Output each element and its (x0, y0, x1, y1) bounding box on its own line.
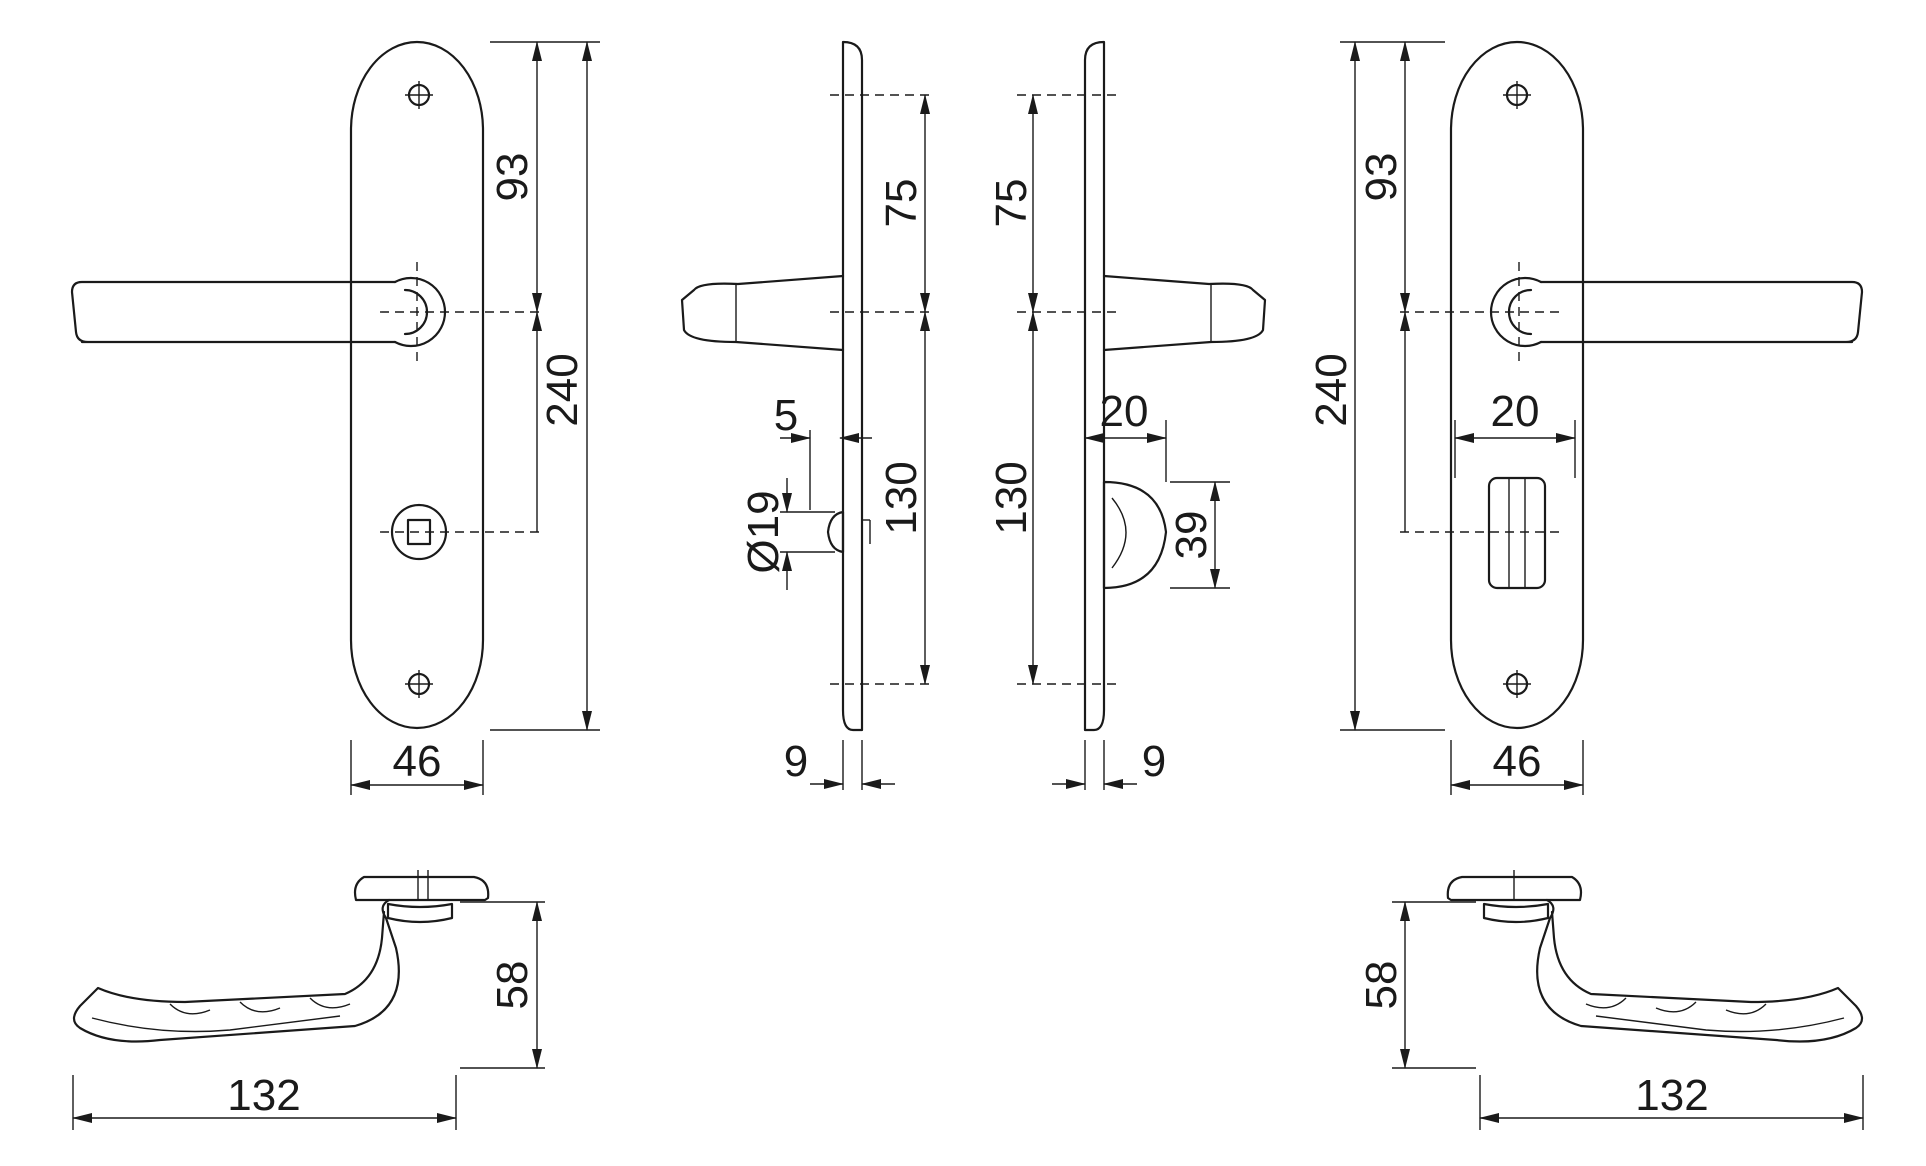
lever-side-right (1102, 274, 1267, 352)
dim-75-left: 75 (877, 179, 926, 228)
lever-body-top-right (1536, 898, 1864, 1043)
dim-9-left: 9 (784, 737, 808, 786)
dim-5: 5 (774, 391, 798, 440)
wc-release-left (380, 503, 540, 561)
dim-75-right: 75 (987, 179, 1036, 228)
side-view-right: 75 130 20 39 9 (987, 40, 1267, 790)
screw-hole-top-left (405, 81, 433, 109)
screw-hole-bottom-left (405, 670, 433, 698)
front-view-right: 93 240 20 46 (1307, 40, 1864, 795)
dim-9-right: 9 (1142, 737, 1166, 786)
dim-130-left: 130 (877, 461, 926, 534)
dim-d19: Ø19 (739, 490, 788, 573)
dim-132-left: 132 (227, 1071, 300, 1120)
front-view-left: 93 240 46 (70, 40, 600, 795)
dim-240-right: 240 (1307, 353, 1356, 426)
rose-top-left (353, 875, 490, 902)
side-view-left: 75 130 5 Ø19 9 (680, 40, 930, 790)
lever-front-left (70, 280, 397, 344)
dim-20-front: 20 (1491, 387, 1540, 436)
backplate-side-left (841, 40, 864, 732)
dim-130-right: 130 (987, 461, 1036, 534)
lever-body-top-left (72, 898, 400, 1043)
backplate-side-right (1083, 40, 1106, 732)
dim-46-right: 46 (1493, 737, 1542, 786)
lever-side-left (680, 274, 845, 352)
dim-93-left: 93 (488, 153, 537, 202)
dim-58-right: 58 (1357, 961, 1406, 1010)
dim-132-right: 132 (1635, 1071, 1708, 1120)
dim-93-right: 93 (1357, 153, 1406, 202)
lever-top-view-right: 58 132 (1357, 870, 1864, 1130)
screw-hole-bottom-right (1503, 670, 1531, 698)
screw-hole-top-right (1503, 81, 1531, 109)
backplate-left (349, 40, 485, 730)
wc-turn-right (1400, 476, 1560, 590)
turn-knob-side-right (1102, 480, 1168, 590)
dim-20-side: 20 (1100, 387, 1149, 436)
lever-top-view-left: 58 132 (72, 870, 545, 1130)
lever-front-right (1539, 280, 1864, 344)
dim-39: 39 (1167, 511, 1216, 560)
dim-58-left: 58 (488, 961, 537, 1010)
release-knob-side-left (826, 510, 845, 554)
dim-240-left: 240 (538, 353, 587, 426)
dim-46-left: 46 (393, 737, 442, 786)
backplate-right (1449, 40, 1585, 730)
rose-top-right (1446, 875, 1583, 902)
